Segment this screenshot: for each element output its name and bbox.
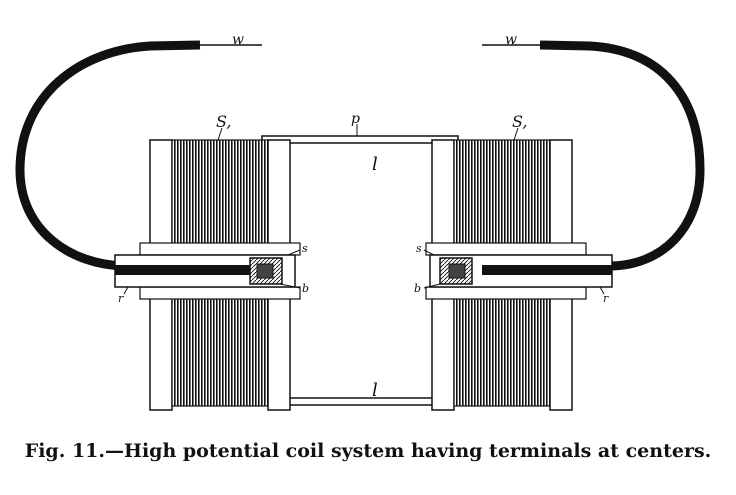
label-coil-right: S, — [512, 112, 527, 131]
left-lower-winding — [171, 297, 269, 407]
left-hub-lower — [139, 286, 301, 300]
right-lower-winding — [453, 297, 551, 407]
right-upper-winding — [453, 139, 551, 245]
right-hub-lower — [425, 286, 587, 300]
bottom-plate — [261, 397, 459, 406]
left-tube-conductor — [115, 265, 255, 275]
left-coil-assembly — [114, 139, 301, 411]
coil-system-diagram: w w S, S, p l l s b r s b r — [15, 32, 705, 411]
label-wire-left: w — [232, 32, 244, 48]
label-wire-right: w — [505, 32, 517, 48]
right-terminal-spring — [448, 263, 466, 279]
left-upper-winding — [171, 139, 269, 245]
figure-caption: Fig. 11.—High potential coil system havi… — [24, 440, 712, 462]
label-left-b: b — [302, 282, 309, 295]
right-wire-cable — [539, 40, 705, 271]
left-wire-cable — [15, 40, 201, 271]
label-right-b: b — [414, 282, 421, 295]
top-plate — [261, 135, 459, 144]
label-top-center: p — [351, 111, 360, 127]
left-hub — [139, 242, 301, 256]
right-coil-assembly — [423, 139, 613, 411]
label-right-s: s — [416, 242, 422, 255]
label-core-top: l — [372, 154, 378, 175]
label-left-r: r — [118, 292, 124, 305]
right-tube-conductor — [482, 265, 612, 275]
label-coil-left: S, — [216, 112, 231, 131]
right-hub — [425, 242, 587, 256]
label-left-s: s — [302, 242, 308, 255]
left-terminal-spring — [256, 263, 274, 279]
label-right-r: r — [603, 292, 609, 305]
label-core-bottom: l — [372, 380, 378, 401]
